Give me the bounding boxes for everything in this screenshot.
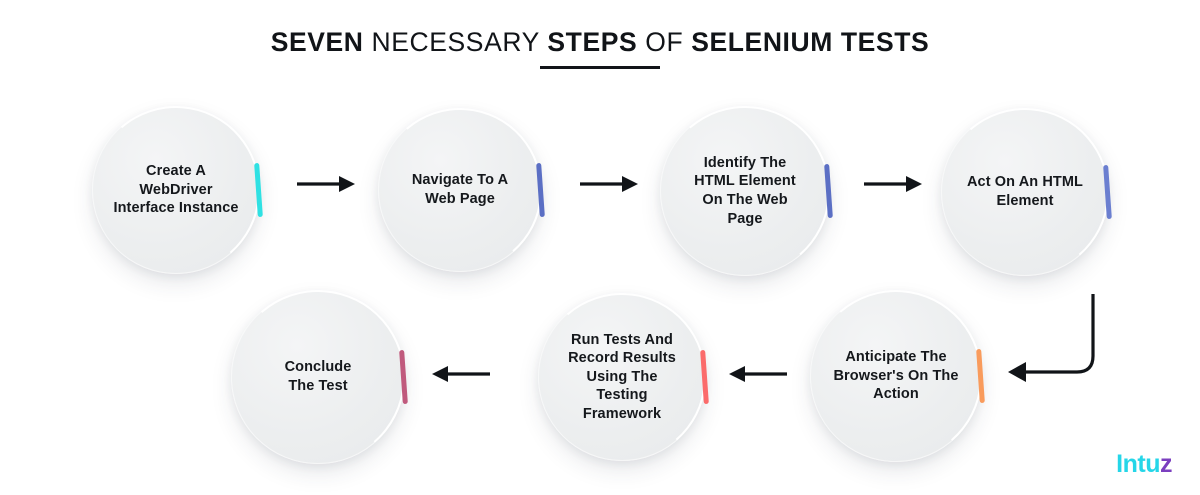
- page-title: SEVEN NECESSARY STEPS OF SELENIUM TESTS: [0, 27, 1200, 57]
- step-node-5[interactable]: Anticipate The Browser's On The Action: [810, 290, 985, 462]
- arrow-right-icon-2: [580, 176, 638, 192]
- logo-text-primary: Intu: [1116, 450, 1160, 478]
- step-label-2: Navigate To A Web Page: [411, 172, 509, 207]
- title-segment-5: SELENIUM TESTS: [691, 27, 930, 57]
- intuz-logo[interactable]: Intuz: [1116, 452, 1172, 477]
- step-node-3[interactable]: Identify The HTML Element On The Web Pag…: [660, 106, 833, 276]
- elbow-connector-down-left-icon: [1008, 294, 1095, 382]
- step-node-6[interactable]: Run Tests And Record Results Using The T…: [538, 293, 709, 461]
- step-node-4[interactable]: Act On An HTML Element: [941, 108, 1112, 276]
- step-accent-7: [399, 349, 408, 405]
- title-segment-1: SEVEN: [270, 27, 364, 57]
- step-label-7: Conclude The Test: [284, 359, 352, 394]
- title-segment-4: OF: [637, 27, 692, 57]
- arrow-right-icon-1: [297, 176, 355, 192]
- step-label-3: Identify The HTML Element On The Web Pag…: [694, 154, 796, 227]
- step-accent-2: [536, 162, 545, 218]
- step-node-2[interactable]: Navigate To A Web Page: [378, 108, 545, 272]
- arrow-left-icon-1: [729, 366, 787, 382]
- title-segment-3: STEPS: [547, 27, 638, 57]
- arrow-right-icon-3: [864, 176, 922, 192]
- step-label-5: Anticipate The Browser's On The Action: [833, 349, 959, 403]
- step-label-1: Create A WebDriver Interface Instance: [113, 163, 239, 217]
- arrow-left-icon-2: [432, 366, 490, 382]
- step-accent-4: [1103, 164, 1112, 220]
- step-label-6: Run Tests And Record Results Using The T…: [568, 331, 676, 422]
- title-underline: [540, 66, 660, 69]
- step-node-1[interactable]: Create A WebDriver Interface Instance: [92, 106, 263, 274]
- step-label-4: Act On An HTML Element: [966, 174, 1084, 209]
- step-node-7[interactable]: Conclude The Test: [231, 290, 408, 464]
- logo-text-accent: z: [1160, 450, 1173, 478]
- title-text: SEVEN NECESSARY STEPS OF SELENIUM TESTS: [0, 27, 1200, 57]
- title-segment-2: NECESSARY: [363, 27, 548, 57]
